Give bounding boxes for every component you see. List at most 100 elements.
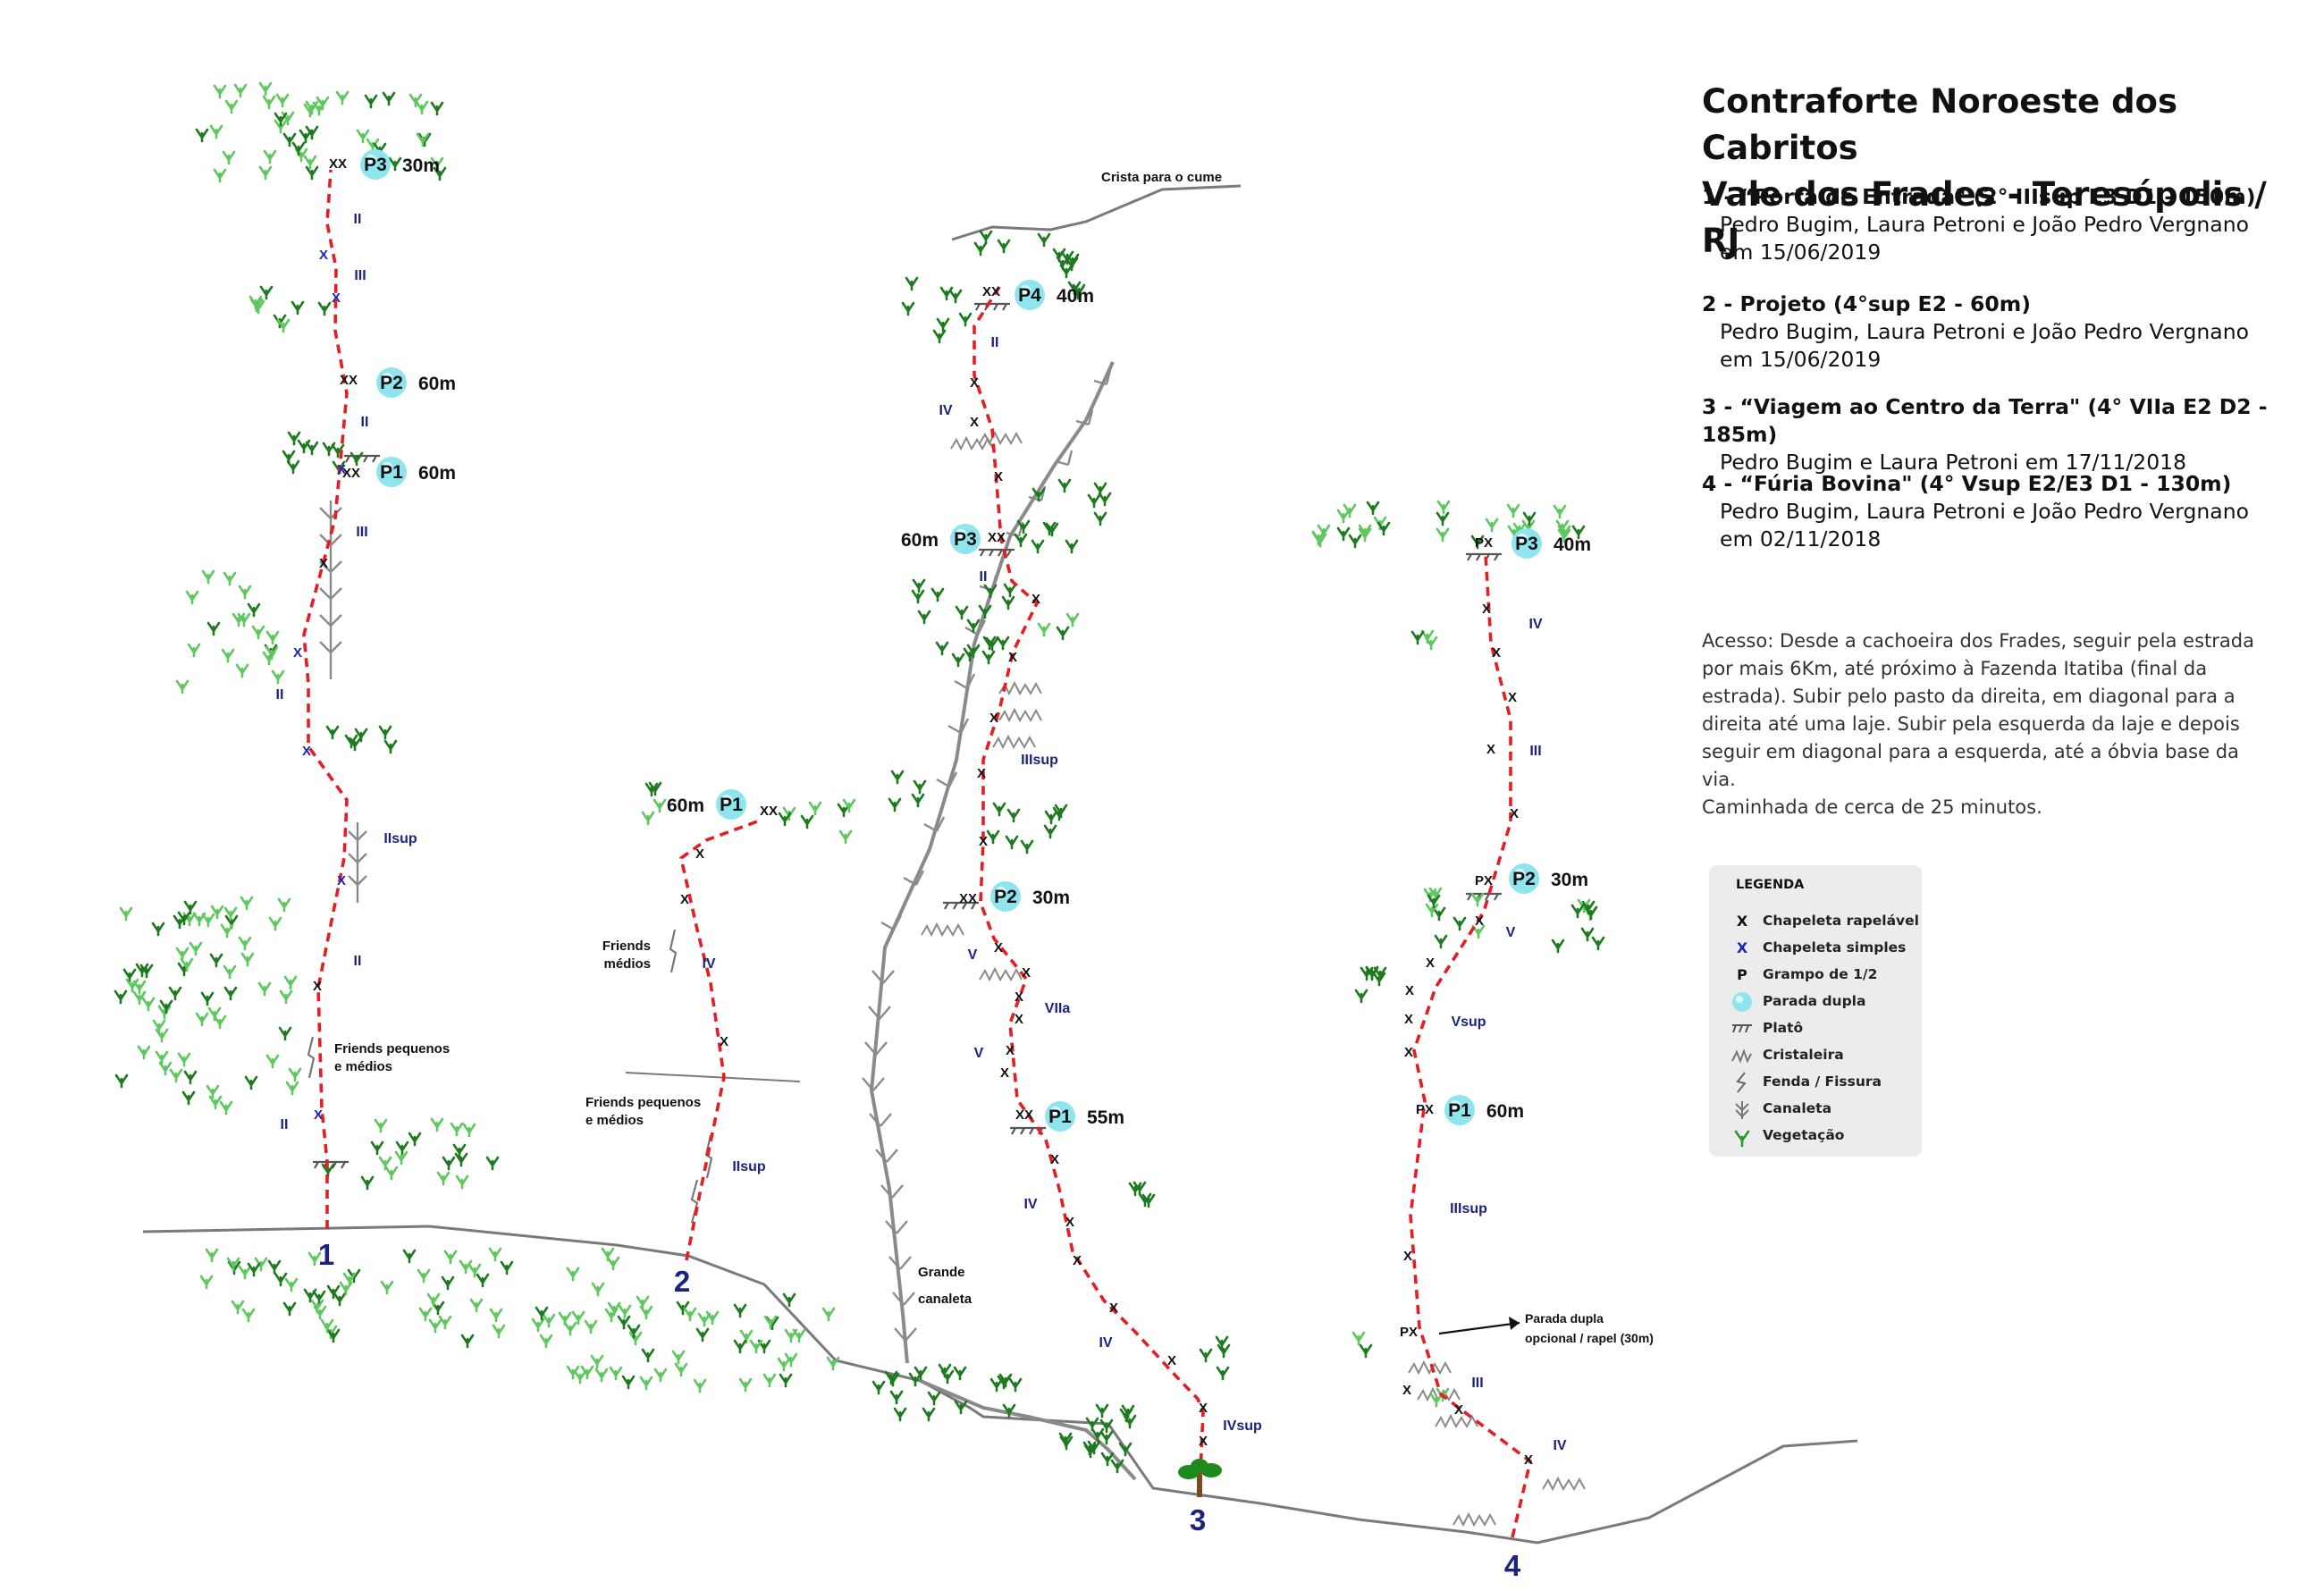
vegetation-icon	[601, 1247, 615, 1262]
bolt-mark: X	[1109, 1301, 1118, 1316]
vegetation-icon	[152, 1019, 166, 1034]
vegetation-icon	[1580, 927, 1595, 942]
vegetation-icon	[1570, 904, 1585, 919]
vegetation-icon	[485, 1156, 500, 1171]
vegetation-icon	[233, 83, 248, 98]
bolt-mark: XX	[959, 891, 977, 906]
vegetation-icon	[594, 1368, 609, 1383]
grande-canaleta	[869, 361, 1115, 1364]
vegetation-icon	[415, 100, 429, 115]
note-friends: Friends pequenos	[334, 1041, 450, 1056]
vegetation-icon	[177, 1052, 191, 1067]
vegetation-icon	[653, 798, 667, 813]
vegetation-icon	[224, 99, 239, 114]
vegetation-icon	[808, 801, 822, 816]
note-friends: médios	[603, 956, 651, 972]
bolt-mark: X	[1403, 1249, 1412, 1264]
vegetation-icon	[259, 285, 274, 300]
vegetation-icon	[335, 90, 349, 105]
vegetation-icon	[469, 1298, 484, 1313]
vegetation-icon	[195, 1012, 209, 1027]
bolt-mark: X	[1015, 1012, 1023, 1027]
bolt-mark: X	[994, 940, 1003, 955]
bolt-mark: XX	[988, 530, 1006, 545]
vegetation-icon	[531, 1317, 545, 1333]
tree-icon	[1178, 1459, 1222, 1497]
vegetation-icon	[287, 431, 301, 446]
vegetation-icon	[383, 739, 398, 754]
vegetation-icon	[175, 679, 189, 694]
pitch-length: 55m	[1087, 1107, 1124, 1128]
note-friends: e médios	[334, 1059, 392, 1074]
vegetation-icon	[992, 802, 1006, 817]
vegetation-icon	[1005, 835, 1019, 850]
vegetation-icon	[201, 913, 215, 928]
vegetation-icon	[364, 94, 378, 109]
vegetation-icon	[119, 906, 133, 922]
crack-icon	[1736, 1072, 1747, 1093]
vegetation-icon	[238, 936, 252, 951]
legend-item-vegetacao: Vegetação	[1730, 1124, 1918, 1148]
vegetation-icon	[325, 725, 340, 740]
station-highlight	[721, 795, 732, 805]
vegetation-icon	[223, 964, 237, 980]
vegetation-icon	[275, 93, 290, 108]
vegetation-icon	[418, 1307, 433, 1322]
vegetation-icon	[201, 569, 215, 585]
vegetation-icon	[455, 1174, 469, 1190]
grade-label: IV	[1553, 1438, 1566, 1453]
vegetation-icon	[1506, 503, 1520, 518]
vegetation-icon	[1432, 906, 1446, 922]
vegetation-icon	[695, 1327, 710, 1343]
vegetation-icon	[1436, 511, 1450, 526]
pitch-length: 30m	[1032, 888, 1070, 908]
vegetation-icon	[185, 590, 199, 605]
vegetation-icon	[922, 1407, 936, 1422]
vegetation-icon	[1008, 1377, 1023, 1393]
vegetation-icon	[288, 1067, 302, 1082]
bolt-simple-icon: X	[1736, 939, 1748, 956]
vegetation-icon	[189, 941, 203, 956]
vegetation-icon	[782, 1292, 796, 1308]
title-line-2: Vale dos Frades - Teresópolis / RJ	[1702, 175, 2267, 260]
bolt-mark: X	[977, 766, 986, 781]
vegetation-icon	[299, 129, 313, 144]
vegetation-icon	[641, 811, 655, 826]
vegetation-icon	[930, 587, 945, 602]
vegetation-icon	[1359, 1343, 1373, 1359]
vegetation-icon	[208, 1095, 223, 1110]
vegetation-icon	[901, 301, 915, 316]
bolt-mark: X	[337, 462, 346, 477]
bolt-mark: X	[1508, 690, 1517, 705]
station-label: P3	[954, 529, 977, 550]
vegetation-icon	[539, 1334, 553, 1349]
pitch-length: 40m	[1554, 535, 1591, 555]
vegetation-icon	[175, 947, 189, 962]
bolt-mark: X	[1000, 1065, 1009, 1081]
vegetation-icon	[384, 1166, 399, 1181]
station-highlight	[996, 887, 1006, 897]
route-heading: 4 - “Fúria Bovina" (4° Vsup E2/E3 D1 - 1…	[1702, 471, 2232, 496]
bolt-mark: X	[1073, 1253, 1082, 1268]
station-label: P2	[380, 373, 403, 393]
bolt-mark: X	[1167, 1353, 1176, 1368]
legend-label: Canaleta	[1763, 1100, 1832, 1116]
vegetation-icon	[297, 439, 311, 454]
vegetation-icon	[213, 1014, 227, 1030]
pitch-length: 40m	[1057, 286, 1094, 307]
vegetation-icon	[265, 630, 280, 645]
bolt-mark: X	[680, 892, 689, 907]
vegetation-icon	[277, 897, 291, 913]
vegetation-icon	[738, 1377, 753, 1393]
bolt-mark: X	[1008, 650, 1017, 665]
vegetation-icon	[1006, 808, 1021, 823]
vegetation-icon	[913, 779, 927, 795]
vegetation-icon	[1065, 612, 1080, 627]
vegetation-icon	[1014, 533, 1028, 548]
bolt-mark: PX	[1416, 1102, 1434, 1117]
grade-label: III	[354, 268, 366, 283]
pitch-length: 30m	[402, 156, 440, 176]
vegetation-icon	[1410, 630, 1425, 645]
vegetation-icon	[893, 1407, 907, 1422]
grade-label: III	[1471, 1376, 1483, 1391]
